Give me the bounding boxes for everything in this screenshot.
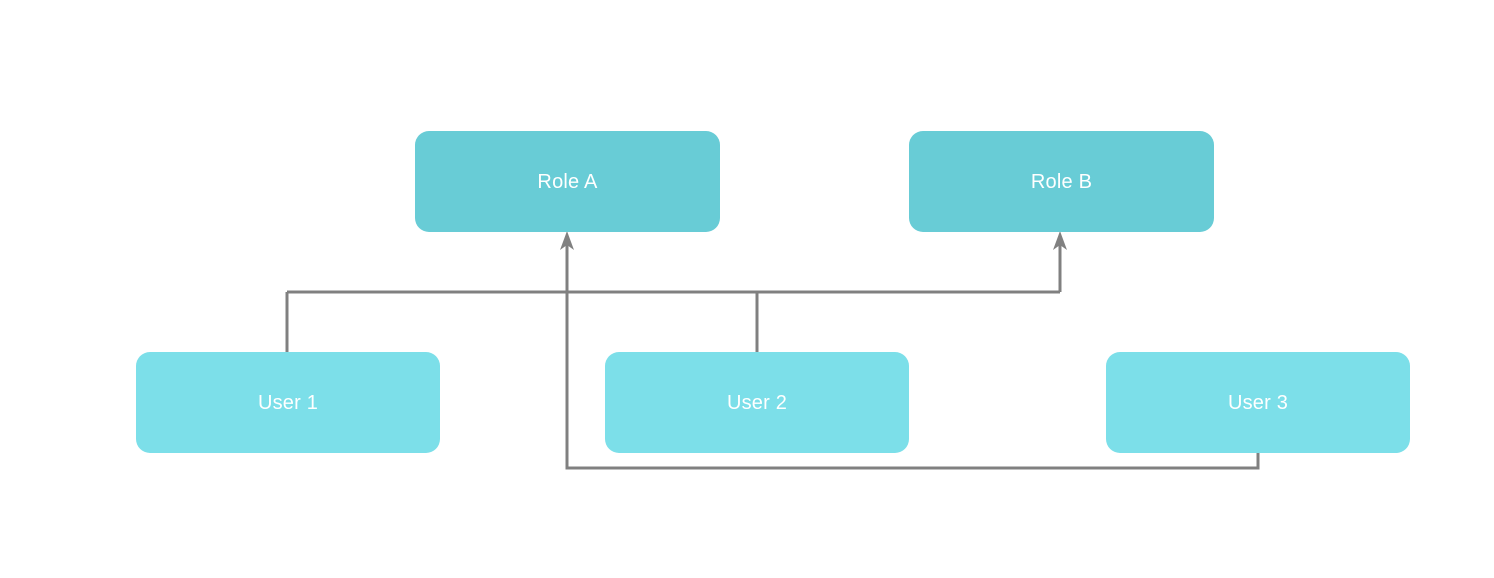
node-role-a[interactable]: Role A <box>415 131 720 232</box>
node-user-1-label: User 1 <box>257 391 319 414</box>
node-role-a-label: Role A <box>537 170 598 193</box>
edge-group <box>285 240 1260 470</box>
node-user-2-label: User 2 <box>726 391 788 414</box>
node-role-b-label: Role B <box>1030 170 1093 193</box>
node-user-2[interactable]: User 2 <box>605 352 909 453</box>
edge-user3-to-role-a <box>565 240 1260 470</box>
arrowhead-role-a-icon <box>560 231 574 250</box>
arrowhead-role-b-icon <box>1053 231 1067 250</box>
arrowhead-group <box>560 231 1067 250</box>
node-user-3[interactable]: User 3 <box>1106 352 1410 453</box>
node-user-1[interactable]: User 1 <box>136 352 440 453</box>
node-role-b[interactable]: Role B <box>909 131 1214 232</box>
node-user-3-label: User 3 <box>1227 391 1289 414</box>
